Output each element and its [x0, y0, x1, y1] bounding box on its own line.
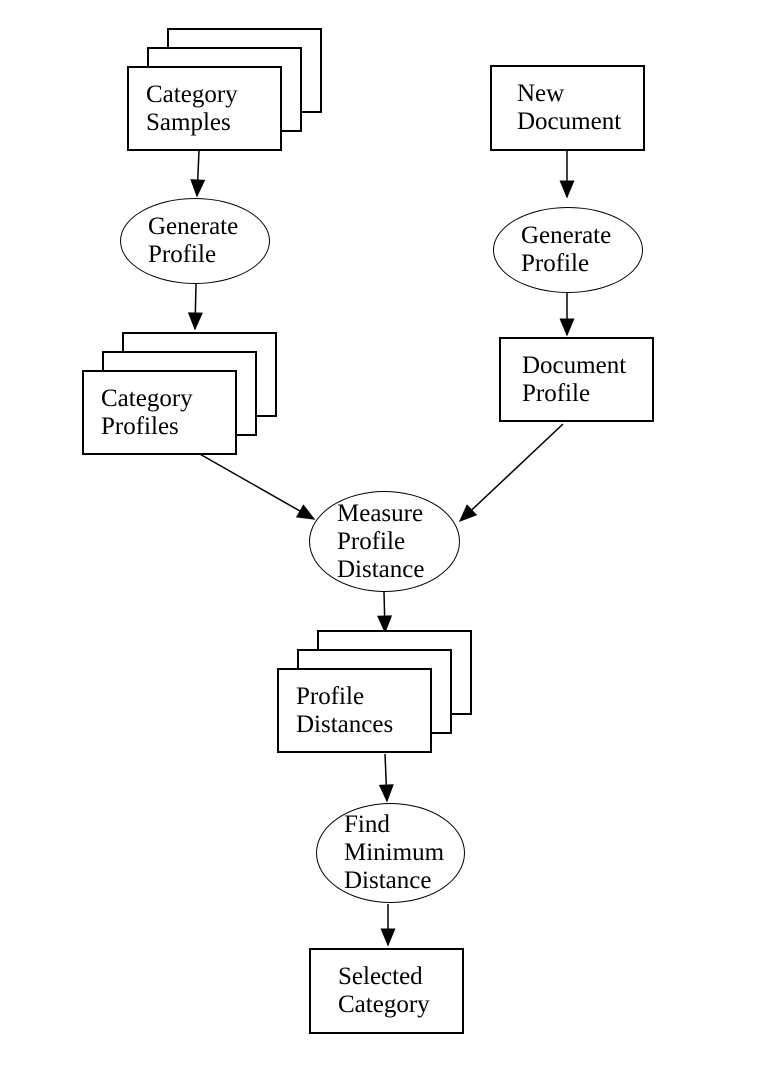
node-category-samples: Category Samples	[127, 28, 322, 151]
node-document-profile: Document Profile	[499, 337, 654, 422]
arrow-category-samples-to-generate-profile	[190, 150, 206, 198]
node-label: New Document	[517, 80, 622, 135]
node-label: Measure Profile Distance	[337, 499, 425, 583]
node-label: Document Profile	[522, 351, 627, 407]
node-label: Generate Profile	[521, 222, 612, 277]
arrow-profile-distances-to-find-minimum	[378, 753, 394, 803]
node-generate-profile-right: Generate Profile	[493, 207, 643, 293]
node-label: Selected Category	[338, 963, 430, 1018]
stack-sheet-front: Profile Distances	[277, 668, 432, 753]
stack-sheet-front: Category Samples	[127, 66, 282, 151]
node-selected-category: Selected Category	[309, 948, 464, 1034]
arrow-generate-profile-to-category-profiles	[187, 283, 203, 331]
node-new-document: New Document	[490, 65, 645, 151]
stack-sheet-front: Category Profiles	[82, 370, 237, 455]
arrow-document-profile-to-measure-distance	[458, 423, 564, 523]
node-find-minimum-distance: Find Minimum Distance	[316, 803, 465, 903]
node-label: Category Samples	[146, 80, 238, 136]
arrow-measure-distance-to-profile-distances	[377, 591, 393, 634]
arrow-category-profiles-to-measure-distance	[197, 452, 316, 520]
node-label: Find Minimum Distance	[344, 811, 445, 894]
node-label: Profile Distances	[296, 682, 394, 738]
node-label: Generate Profile	[148, 213, 239, 268]
node-generate-profile-left: Generate Profile	[120, 198, 270, 284]
node-profile-distances: Profile Distances	[277, 630, 472, 753]
node-measure-profile-distance: Measure Profile Distance	[309, 491, 460, 592]
node-category-profiles: Category Profiles	[82, 332, 277, 455]
node-label: Category Profiles	[101, 384, 193, 440]
